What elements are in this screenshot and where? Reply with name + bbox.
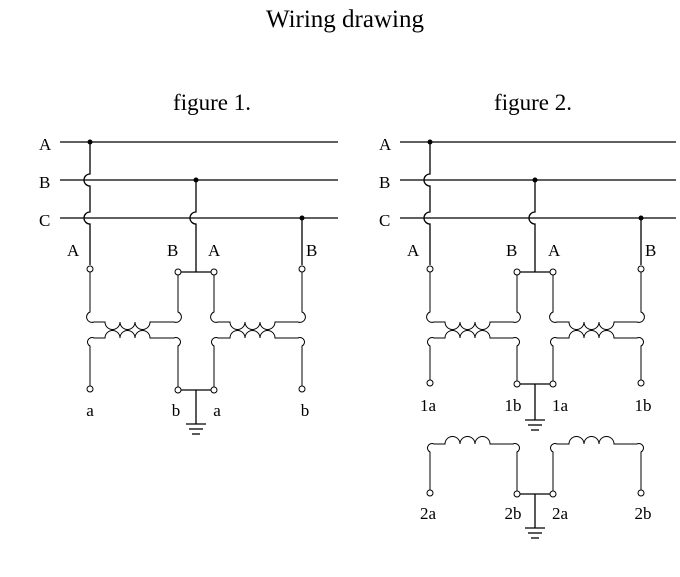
figure-1: figure 1. A B C A B A B — [39, 90, 338, 435]
fig2-primary-label-3: A — [548, 241, 561, 260]
fig1-primary-terminal-1 — [86, 265, 94, 273]
fig1-secondary-coil-1 — [87, 330, 181, 390]
fig2-secondary2-label-4: 2b — [635, 504, 652, 523]
fig2-primary-label-2: B — [506, 241, 517, 260]
fig2-secondary2-terminal-1 — [426, 489, 434, 497]
fig1-primary-label-1: A — [67, 241, 80, 260]
fig1-secondary-terminal-2 — [174, 386, 182, 394]
fig1-primary-coil-1 — [86, 272, 182, 330]
fig1-secondary-label-4: b — [301, 401, 310, 420]
fig2-secondary1-coil-2 — [550, 330, 644, 384]
fig1-secondary-coil-2 — [211, 330, 305, 390]
fig2-drop-wire-b — [528, 180, 536, 272]
fig1-secondary-terminal-4 — [298, 385, 306, 393]
fig2-secondary1-terminal-2 — [513, 380, 521, 388]
fig2-secondary2-terminal-2 — [513, 490, 521, 498]
figure-1-title: figure 1. — [173, 90, 251, 115]
fig2-primary-terminal-4 — [637, 265, 645, 273]
fig2-secondary1-coil-1 — [427, 330, 520, 384]
fig1-phase-label-a: A — [39, 135, 52, 154]
fig1-secondary-label-1: a — [86, 401, 94, 420]
fig2-secondary1-label-4: 1b — [635, 396, 652, 415]
fig1-secondary-terminal-3 — [210, 386, 218, 394]
fig2-secondary2-terminal-3 — [549, 490, 557, 498]
diagram-title: Wiring drawing — [266, 6, 424, 33]
fig2-drop-wire-a — [423, 142, 431, 265]
fig2-primary-terminal-1 — [426, 265, 434, 273]
fig1-drop-wire-b — [189, 180, 197, 272]
fig2-secondary1-terminal-3 — [549, 380, 557, 388]
fig1-primary-label-2: B — [167, 241, 178, 260]
fig1-primary-label-3: A — [208, 241, 221, 260]
fig1-secondary-terminal-1 — [86, 385, 94, 393]
fig1-primary-coil-2 — [210, 272, 306, 330]
fig2-primary-terminal-3 — [549, 268, 557, 276]
fig2-secondary2-label-2: 2b — [505, 504, 522, 523]
fig2-secondary1-label-2: 1b — [505, 396, 522, 415]
fig2-secondary1-ground-icon — [525, 419, 545, 431]
fig1-phase-label-c: C — [39, 211, 50, 230]
figure-2: figure 2. A B C A B A B — [379, 90, 676, 539]
fig2-primary-coil-1 — [426, 272, 521, 330]
fig2-phase-label-b: B — [379, 173, 390, 192]
fig1-phase-label-b: B — [39, 173, 50, 192]
fig2-secondary1-terminal-4 — [637, 379, 645, 387]
fig1-primary-terminal-4 — [298, 265, 306, 273]
fig2-secondary2-ground-icon — [525, 527, 545, 539]
fig1-secondary-label-2: b — [172, 401, 181, 420]
fig2-secondary2-label-1: 2a — [420, 504, 437, 523]
fig2-secondary1-label-3: 1a — [552, 396, 569, 415]
fig2-secondary1-terminal-1 — [426, 379, 434, 387]
figure-2-title: figure 2. — [494, 90, 572, 115]
fig2-secondary1-label-1: 1a — [420, 396, 437, 415]
fig2-primary-label-4: B — [645, 241, 656, 260]
fig2-secondary2-terminal-4 — [637, 489, 645, 497]
fig2-secondary2-coil-2 — [550, 436, 644, 494]
fig1-secondary-label-3: a — [213, 401, 221, 420]
fig1-primary-terminal-2 — [174, 268, 182, 276]
fig1-primary-terminal-3 — [210, 268, 218, 276]
fig2-phase-label-c: C — [379, 211, 390, 230]
fig2-primary-label-1: A — [407, 241, 420, 260]
fig2-primary-coil-2 — [549, 272, 645, 330]
fig1-drop-wire-a — [83, 142, 91, 265]
fig2-phase-label-a: A — [379, 135, 392, 154]
fig2-primary-terminal-2 — [513, 268, 521, 276]
fig2-secondary2-label-3: 2a — [552, 504, 569, 523]
fig1-primary-label-4: B — [306, 241, 317, 260]
fig2-secondary2-coil-1 — [427, 436, 520, 494]
fig1-ground-icon — [186, 423, 206, 435]
